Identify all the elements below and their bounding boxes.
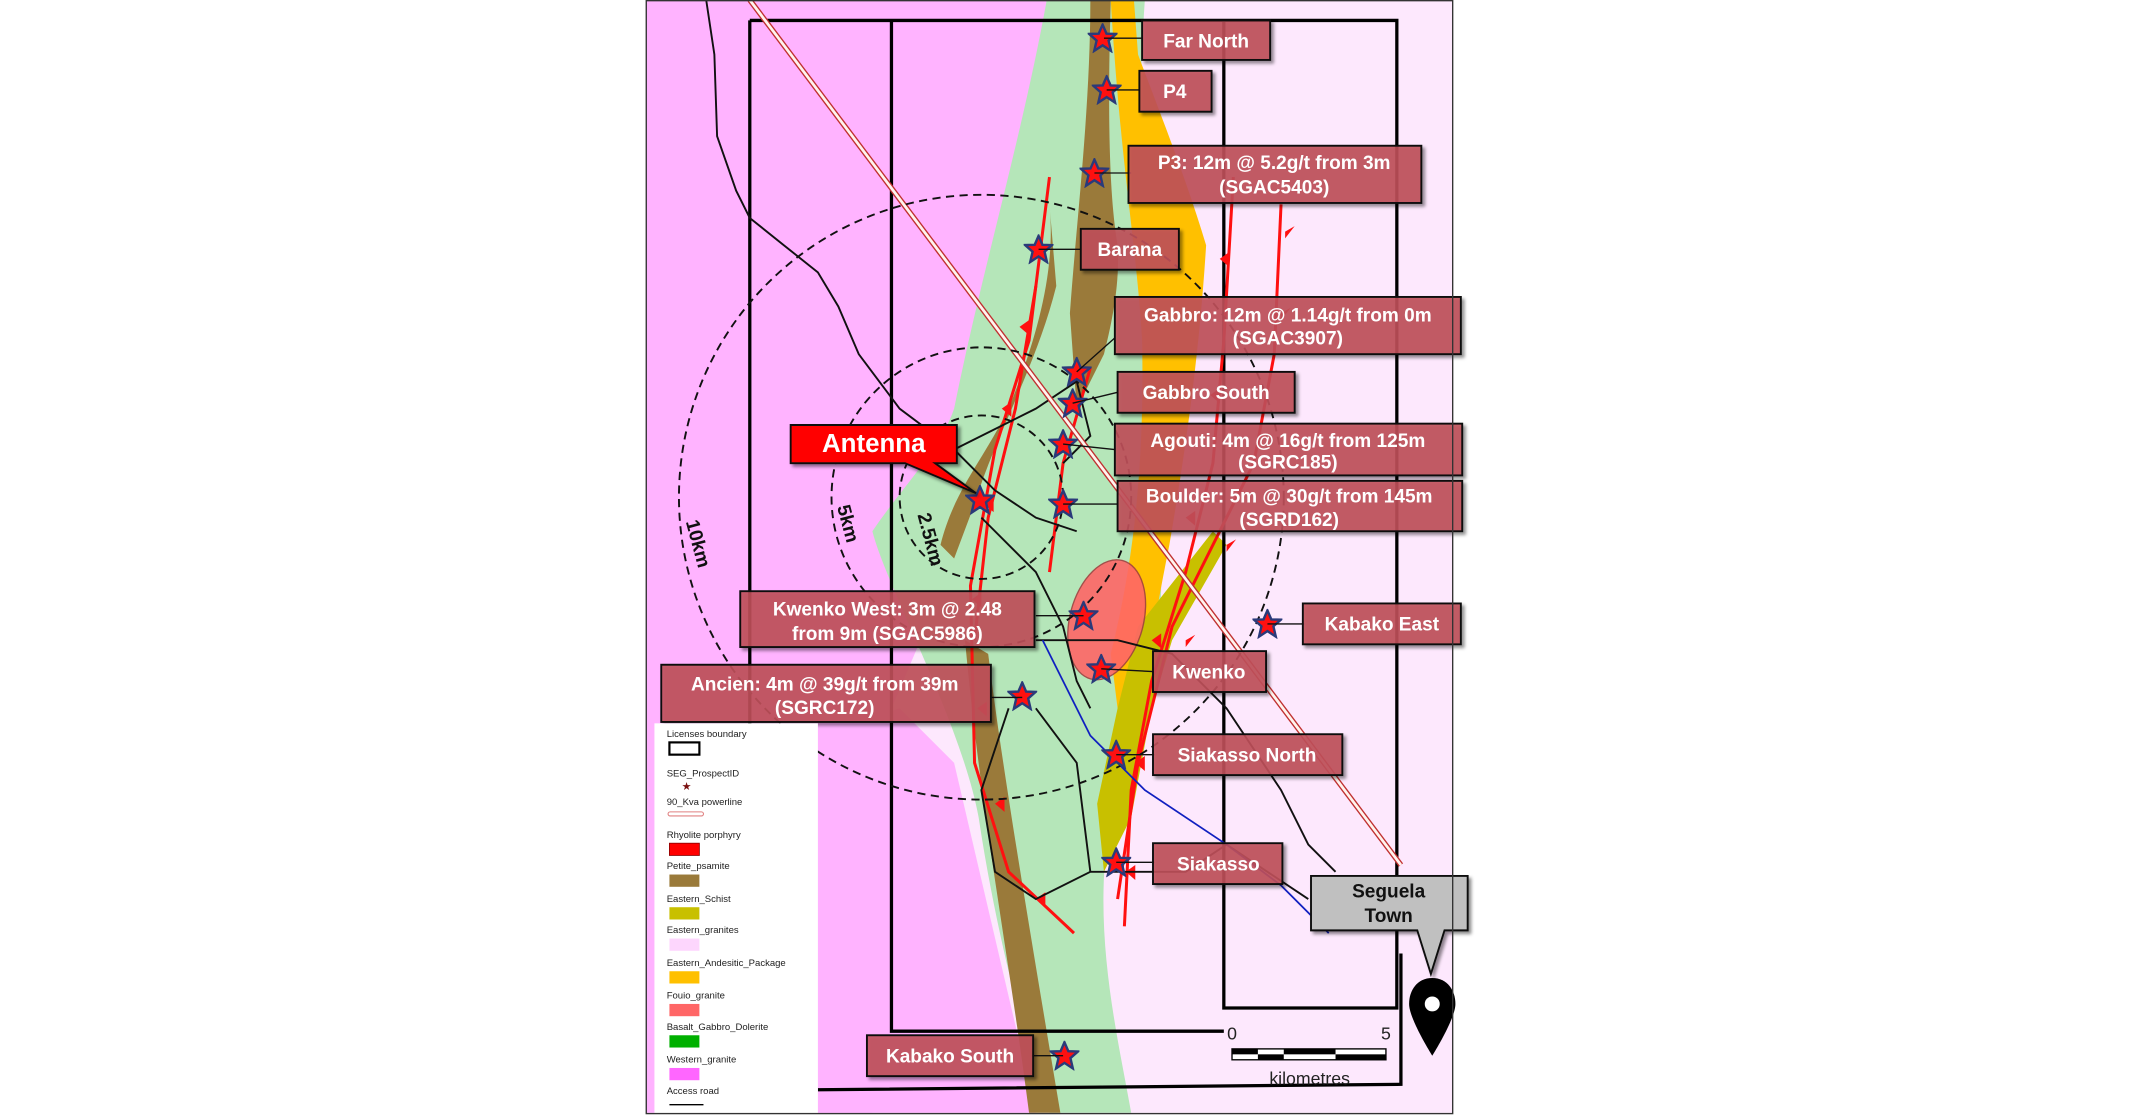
svg-text:Eastern_Schist: Eastern_Schist <box>667 894 731 905</box>
label-gabbro[interactable]: Gabbro: 12m @ 1.14g/t from 0m (SGAC3907) <box>1113 296 1462 356</box>
svg-text:kilometres: kilometres <box>1269 1068 1350 1088</box>
legend-item-western-granite: Western_granite <box>667 1055 737 1081</box>
svg-text:Kabako East: Kabako East <box>1325 615 1440 636</box>
svg-text:P4: P4 <box>1163 82 1187 103</box>
label-boulder[interactable]: Boulder: 5m @ 30g/t from 145m (SGRD162) <box>1116 479 1464 533</box>
svg-text:Eastern_Andesitic_Package: Eastern_Andesitic_Package <box>667 958 786 969</box>
svg-text:Access road: Access road <box>667 1086 719 1097</box>
svg-text:Petite_psamite: Petite_psamite <box>667 861 730 872</box>
legend: Licenses boundary SEG_ProspectID ★ 90_Kv… <box>654 723 818 1115</box>
legend-item-eastern-granites: Eastern_granites <box>667 925 739 951</box>
svg-text:Licenses boundary: Licenses boundary <box>667 729 747 740</box>
svg-text:Siakasso: Siakasso <box>1177 854 1260 875</box>
label-gabbro-south[interactable]: Gabbro South <box>1116 370 1296 414</box>
legend-item-basalt-gabbro-dolerite: Basalt_Gabbro_Dolerite <box>667 1022 769 1048</box>
svg-text:Far North: Far North <box>1163 32 1249 53</box>
legend-item-prospect-id: SEG_ProspectID ★ <box>667 768 740 793</box>
powerline <box>747 0 1404 867</box>
svg-text:(SGRC185): (SGRC185) <box>1238 453 1338 474</box>
svg-text:Western_granite: Western_granite <box>667 1055 737 1066</box>
legend-item-powerline: 90_Kva powerline <box>667 797 743 817</box>
eastern-schist-area <box>1097 531 1227 872</box>
leader-lines <box>990 37 1305 1057</box>
svg-text:Barana: Barana <box>1098 240 1163 261</box>
svg-text:Basalt_Gabbro_Dolerite: Basalt_Gabbro_Dolerite <box>667 1022 769 1033</box>
petite-psamite-mid <box>940 204 1057 559</box>
svg-text:(SGRC172): (SGRC172) <box>775 698 875 719</box>
label-agouti[interactable]: Agouti: 4m @ 16g/t from 125m (SGRC185) <box>1113 422 1464 477</box>
label-kabako-east[interactable]: Kabako East <box>1301 602 1462 646</box>
svg-text:(SGAC5403): (SGAC5403) <box>1219 177 1329 198</box>
svg-text:Seguela: Seguela <box>1352 882 1426 903</box>
map-frame <box>645 0 1454 1115</box>
svg-text:Kwenko West: 3m @ 2.48: Kwenko West: 3m @ 2.48 <box>773 600 1002 621</box>
label-kwenko[interactable]: Kwenko <box>1152 650 1268 693</box>
western-granite-south <box>817 708 1036 1113</box>
svg-text:Agouti: 4m @ 16g/t from 125m: Agouti: 4m @ 16g/t from 125m <box>1150 431 1425 452</box>
location-pin-icon <box>1409 978 1456 1056</box>
svg-text:5: 5 <box>1381 1023 1391 1043</box>
svg-text:P3: 12m @ 5.2g/t from 3m: P3: 12m @ 5.2g/t from 3m <box>1158 153 1391 174</box>
river-line <box>1041 639 1330 934</box>
svg-text:SEG_ProspectID: SEG_ProspectID <box>667 768 740 779</box>
label-siakasso-north[interactable]: Siakasso North <box>1152 733 1344 777</box>
label-antenna[interactable]: Antenna <box>789 424 977 494</box>
legend-item-andesitic-package: Eastern_Andesitic_Package <box>667 958 786 984</box>
svg-text:Town: Town <box>1364 906 1412 927</box>
label-ancien[interactable]: Ancien: 4m @ 39g/t from 39m (SGRC172) <box>660 663 992 723</box>
legend-item-access-road: Access road <box>667 1086 719 1106</box>
label-p3[interactable]: P3: 12m @ 5.2g/t from 3m (SGAC5403) <box>1127 144 1423 204</box>
label-p4[interactable]: P4 <box>1138 69 1213 113</box>
label-far-north[interactable]: Far North <box>1141 19 1272 61</box>
svg-text:Fouio_granite: Fouio_granite <box>667 990 725 1001</box>
svg-text:Antenna: Antenna <box>822 430 926 458</box>
svg-text:Eastern_granites: Eastern_granites <box>667 925 739 936</box>
legend-item-petite-psamite: Petite_psamite <box>667 861 730 887</box>
label-kwenko-west[interactable]: Kwenko West: 3m @ 2.48 from 9m (SGAC5986… <box>739 590 1036 648</box>
prospect-labels: Far North P4 P3: 12m @ 5.2g/t from 3m (S… <box>660 19 1464 1078</box>
legend-item-rhyolite: Rhyolite porphyry <box>667 830 741 856</box>
svg-text:Boulder: 5m @ 30g/t from 145m: Boulder: 5m @ 30g/t from 145m <box>1146 487 1433 508</box>
svg-text:0: 0 <box>1227 1023 1237 1043</box>
label-siakasso[interactable]: Siakasso <box>1152 842 1284 886</box>
fouio-granite-area <box>1067 559 1147 681</box>
legend-item-licenses-boundary: Licenses boundary <box>667 729 747 756</box>
legend-item-fouio-granite: Fouio_granite <box>667 990 725 1017</box>
svg-text:Kwenko: Kwenko <box>1172 662 1245 683</box>
label-barana[interactable]: Barana <box>1079 227 1180 271</box>
svg-text:Siakasso North: Siakasso North <box>1178 745 1317 766</box>
petite-psamite-north <box>1069 0 1119 409</box>
svg-text:from 9m (SGAC5986): from 9m (SGAC5986) <box>792 624 983 645</box>
svg-text:90_Kva powerline: 90_Kva powerline <box>667 797 743 808</box>
legend-item-eastern-schist: Eastern_Schist <box>667 894 731 920</box>
label-kabako-south[interactable]: Kabako South <box>865 1034 1035 1078</box>
scale-bar: 0 5 kilometres <box>1227 1023 1391 1088</box>
svg-text:Rhyolite porphyry: Rhyolite porphyry <box>667 830 741 841</box>
svg-text:Kabako South: Kabako South <box>886 1047 1014 1068</box>
seguela-town-callout[interactable]: Seguela Town <box>1310 874 1469 978</box>
svg-text:Gabbro: 12m @ 1.14g/t from 0m: Gabbro: 12m @ 1.14g/t from 0m <box>1144 305 1432 326</box>
svg-text:Gabbro South: Gabbro South <box>1143 383 1270 404</box>
svg-text:(SGAC3907): (SGAC3907) <box>1233 329 1343 350</box>
star-icon: ★ <box>682 781 692 793</box>
svg-text:(SGRD162): (SGRD162) <box>1239 510 1339 531</box>
svg-text:Ancien: 4m @ 39g/t from 39m: Ancien: 4m @ 39g/t from 39m <box>691 675 959 696</box>
